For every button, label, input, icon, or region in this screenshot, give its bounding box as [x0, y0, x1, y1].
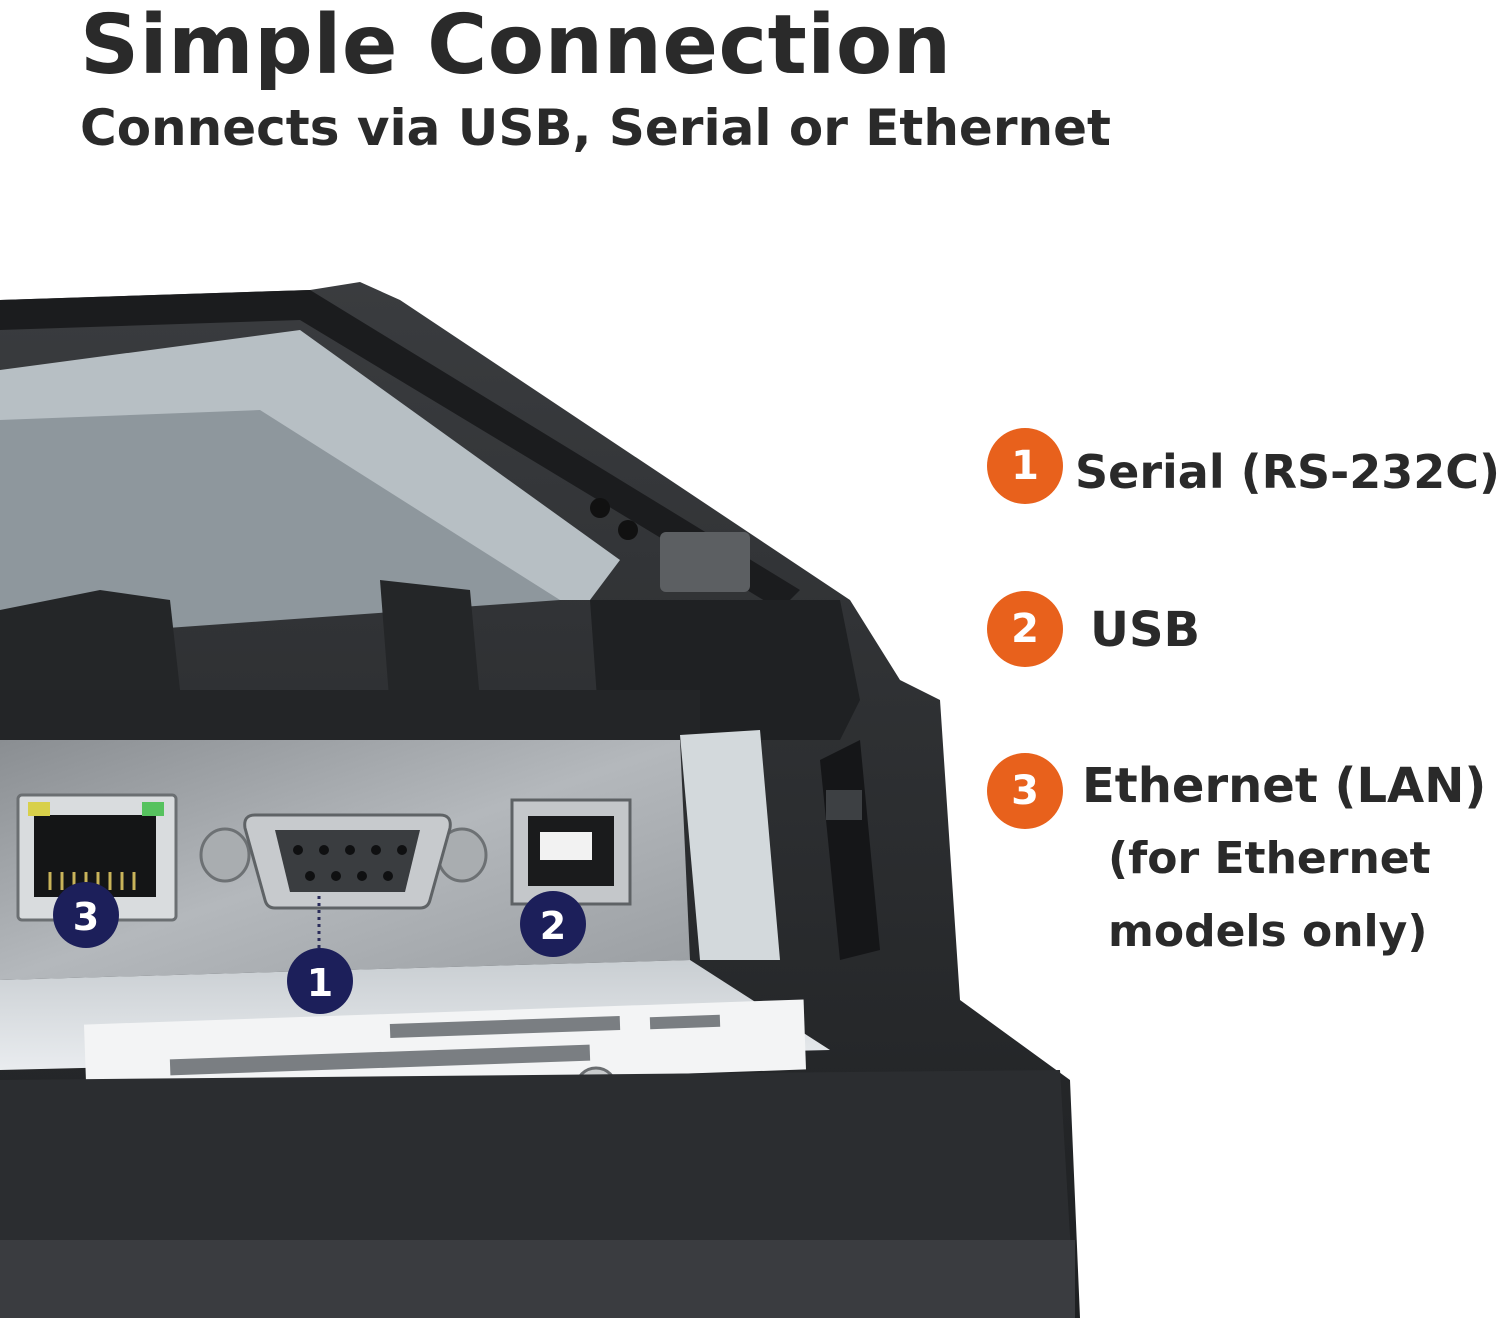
- legend-note-line1: (for Ethernet: [1108, 833, 1431, 884]
- legend-badge-1: 1: [987, 428, 1063, 504]
- photo-marker-1-label: 1: [307, 961, 333, 1005]
- legend-badge-2: 2: [987, 591, 1063, 667]
- page-title: Simple Connection: [80, 0, 952, 93]
- legend-label-usb: USB: [1090, 602, 1201, 658]
- legend-label-ethernet: Ethernet (LAN): [1082, 758, 1487, 814]
- photo-marker-2-label: 2: [540, 904, 566, 948]
- legend-badge-3: 3: [987, 753, 1063, 829]
- photo-marker-1: 1: [287, 948, 353, 1014]
- printer-photo: 3 1 2: [0, 282, 1080, 1318]
- photo-marker-3-label: 3: [73, 895, 99, 939]
- photo-marker-3: 3: [53, 882, 119, 948]
- page-subtitle: Connects via USB, Serial or Ethernet: [80, 99, 1111, 157]
- photo-marker-2: 2: [520, 891, 586, 957]
- legend-note-line2: models only): [1108, 906, 1428, 957]
- legend-label-serial: Serial (RS-232C): [1075, 445, 1500, 499]
